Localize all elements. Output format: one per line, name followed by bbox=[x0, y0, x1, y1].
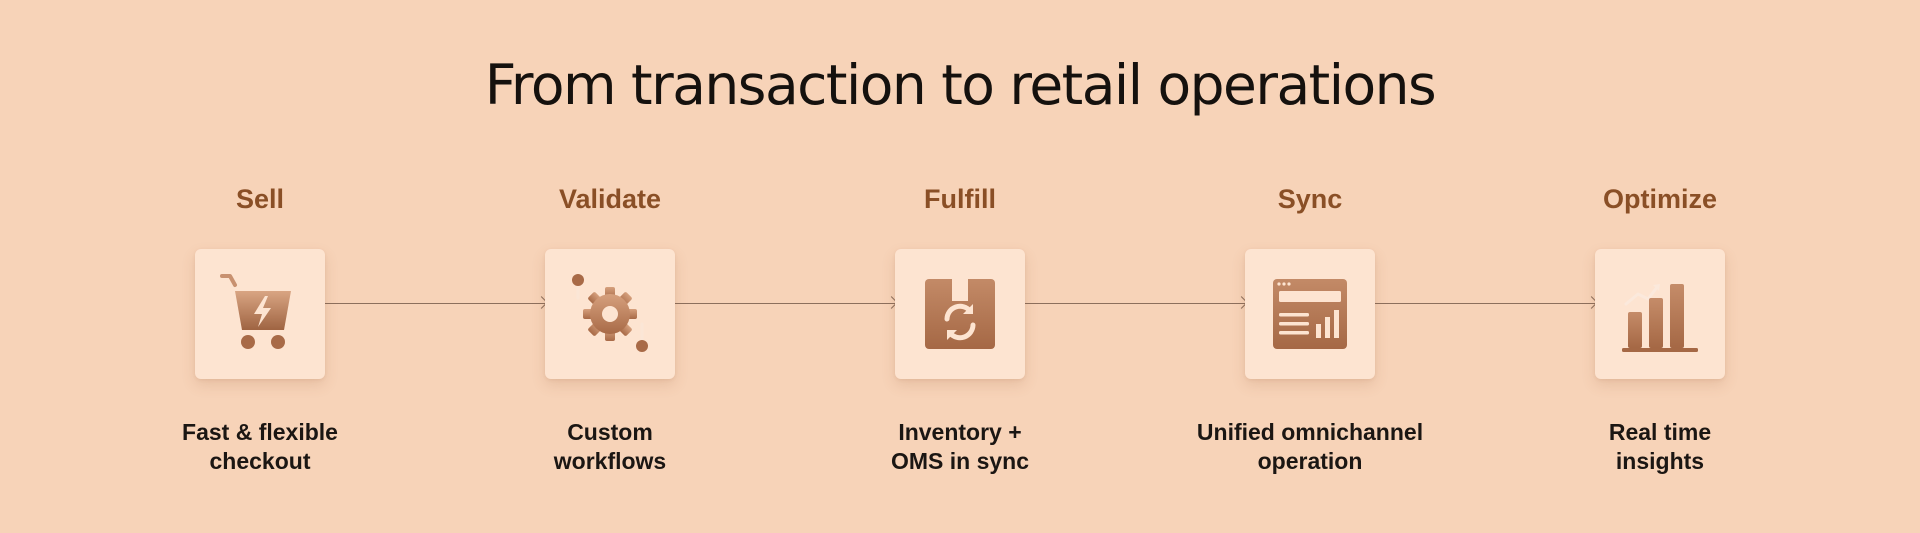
gear-workflow-icon bbox=[572, 274, 648, 352]
box-sync-icon bbox=[925, 279, 995, 349]
step-caption: Real time insights bbox=[1608, 419, 1712, 474]
step-tile bbox=[545, 249, 675, 379]
flow-arrow-3 bbox=[1024, 303, 1246, 304]
step-fulfill: Fulfill Inventory + OMS in sync bbox=[810, 0, 1110, 533]
step-validate: Validate bbox=[460, 0, 760, 533]
step-caption: Custom workflows bbox=[553, 419, 667, 474]
step-caption: Unified omnichannel operation bbox=[1196, 419, 1424, 474]
shopping-cart-lightning-icon bbox=[220, 274, 291, 349]
step-label: Optimize bbox=[1602, 184, 1717, 214]
step-sell: Sell Fast & flexible checkout bbox=[110, 0, 410, 533]
flow-arrow-2 bbox=[674, 303, 896, 304]
bar-chart-trend-icon bbox=[1622, 284, 1698, 352]
step-tile bbox=[1245, 249, 1375, 379]
step-label: Fulfill bbox=[924, 184, 996, 214]
step-caption: Fast & flexible checkout bbox=[182, 419, 338, 474]
step-label: Sell bbox=[235, 184, 285, 214]
dashboard-window-icon bbox=[1273, 279, 1347, 349]
flow-arrow-1 bbox=[324, 303, 546, 304]
step-sync: Sync bbox=[1160, 0, 1460, 533]
flow-arrow-4 bbox=[1374, 303, 1596, 304]
step-tile bbox=[895, 249, 1025, 379]
step-optimize: Optimize Real time insights bbox=[1510, 0, 1810, 533]
page-title: From transaction to retail operations bbox=[484, 53, 1437, 117]
step-label: Validate bbox=[558, 184, 662, 214]
step-tile bbox=[195, 249, 325, 379]
step-caption: Inventory + OMS in sync bbox=[890, 419, 1030, 474]
step-tile bbox=[1595, 249, 1725, 379]
step-label: Sync bbox=[1277, 184, 1343, 214]
